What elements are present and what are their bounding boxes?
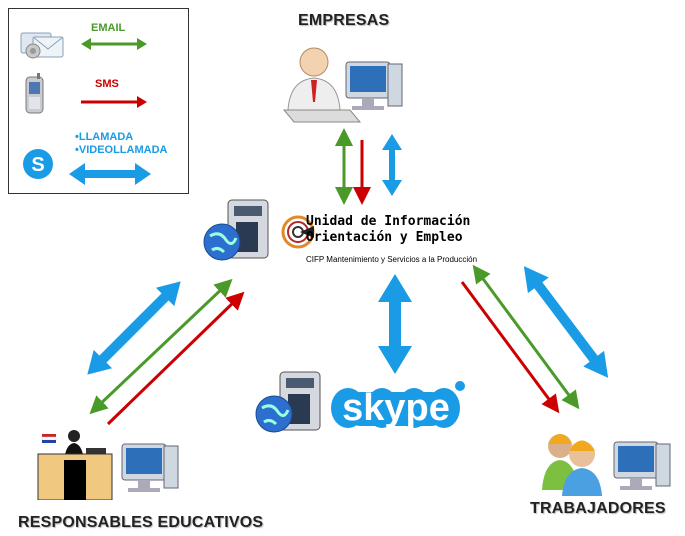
sms-arrow-trabajadores	[460, 281, 560, 414]
legend: EMAIL SMS S •LLAMADA •VIDEOLLAMADA	[8, 8, 189, 194]
mobile-phone-icon	[25, 73, 44, 114]
uio-title: Unidad de Información Orientación y Empl…	[306, 214, 470, 246]
email-legend-arrow	[81, 38, 147, 50]
skype-icon: S	[23, 149, 53, 179]
legend-label-email: EMAIL	[91, 22, 126, 34]
legend-label-sms: SMS	[95, 78, 119, 90]
trabajadores-label: TRABAJADORES	[530, 500, 666, 517]
svg-text:S: S	[31, 154, 44, 176]
email-arrow-educativos	[89, 278, 233, 415]
skype-logo: skype	[331, 381, 465, 429]
email-arrow-trabajadores	[472, 264, 580, 410]
sms-arrow-educativos	[106, 291, 245, 426]
uio-subtitle: CIFP Mantenimiento y Servicios a la Prod…	[306, 255, 478, 264]
skype-logo-text: skype	[342, 387, 450, 429]
trabajadores-icon	[542, 434, 671, 496]
web-server-icon	[203, 199, 269, 261]
educativos-icon	[37, 430, 179, 500]
sms-legend-arrow	[81, 96, 147, 108]
uio-title-line2: Orientación y Empleo	[306, 230, 463, 245]
skype-arrow-center-skype	[378, 274, 412, 374]
email-icon	[20, 32, 64, 59]
skype-arrow-educativos	[87, 281, 181, 375]
educativos-label: RESPONSABLES EDUCATIVOS	[18, 514, 264, 531]
empresas-icon	[282, 47, 403, 123]
legend-label-llamada: •LLAMADA	[75, 131, 134, 143]
uio-title-line1: Unidad de Información	[306, 214, 471, 229]
skype-arrow-trabajadores	[523, 266, 609, 378]
skype-server-icon	[255, 371, 321, 433]
skype-arrow-empresas	[382, 134, 402, 196]
empresas-label: EMPRESAS	[298, 12, 390, 29]
legend-label-videollamada: •VIDEOLLAMADA	[75, 144, 168, 156]
uio-logo-icon	[281, 215, 315, 249]
legend-label-skype: •LLAMADA •VIDEOLLAMADA	[75, 131, 167, 157]
skype-legend-arrow	[69, 163, 151, 185]
